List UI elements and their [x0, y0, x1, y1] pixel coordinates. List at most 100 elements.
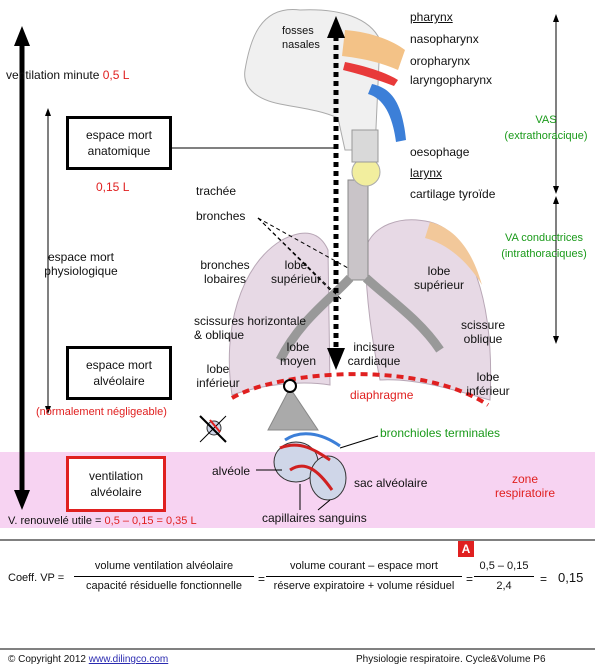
- label-line: espace mort: [47, 250, 115, 264]
- volume-renouvele-label: V. renouvelé utile =: [8, 515, 102, 527]
- label-line: lobe: [286, 340, 310, 354]
- footer-link[interactable]: www.dilingco.com: [88, 654, 169, 665]
- label-line: incisure: [353, 340, 395, 354]
- va-conductrices-label: VA conductrices (intrathoraciques): [496, 230, 592, 262]
- fosses-nasales-label: fosses nasales: [282, 24, 320, 52]
- fraction-1: volume ventilation alvéolaire capacité r…: [74, 560, 254, 593]
- alveole-label: alvéole: [212, 464, 251, 478]
- alveolar-sac-right: [309, 455, 347, 501]
- ventilation-minute-label: ventilation minute: [6, 68, 100, 82]
- label-line: VA conductrices: [504, 232, 584, 244]
- label-line: scissures horizontale: [194, 314, 307, 328]
- espace-mort-alveolaire-box: espace mort alvéolaire: [66, 346, 172, 400]
- diaphragm-line: [230, 372, 490, 407]
- equals-3: =: [540, 572, 548, 586]
- label-line: & oblique: [194, 328, 245, 342]
- bronches-lobaires-label: bronches lobaires: [194, 258, 256, 286]
- oesophage-label: oesophage: [410, 145, 470, 159]
- label-line: respiratoire: [494, 486, 556, 500]
- ventilation-minute-value: 0,5 L: [102, 68, 130, 82]
- badge-a: A: [458, 541, 474, 557]
- lobe-inferieur-right-label: lobe inférieur: [460, 370, 516, 398]
- fraction-3: 0,5 – 0,15 2,4: [474, 560, 534, 593]
- nasopharynx-red: [343, 62, 398, 86]
- label-line: supérieur: [413, 278, 465, 292]
- laryngopharynx-blue: [368, 84, 406, 142]
- trachee-label: trachée: [196, 184, 237, 198]
- cartilage-label: cartilage tyroïde: [410, 187, 496, 201]
- right-lung-edge: [425, 222, 482, 285]
- label-line: bronches: [200, 258, 250, 272]
- fraction-1-denominator: capacité résiduelle fonctionnelle: [86, 580, 242, 592]
- label-line: supérieur: [270, 272, 322, 286]
- negligeable-note: (normalement négligeable): [36, 406, 167, 418]
- label-line: nasales: [282, 39, 320, 51]
- box-line: espace mort: [85, 358, 153, 372]
- label-line: lobe: [476, 370, 500, 384]
- fraction-2-numerator: volume courant – espace mort: [266, 560, 462, 577]
- label-line: lobe: [427, 264, 451, 278]
- label-line: physiologique: [44, 264, 118, 278]
- ventilation-alveolaire-box: ventilation alvéolaire: [66, 456, 166, 512]
- label-line: scissure: [460, 318, 505, 332]
- scissures-label: scissures horizontale & oblique: [194, 314, 306, 342]
- vas-label: VAS (extrathoracique): [500, 112, 592, 144]
- diaphragme-label: diaphragme: [350, 388, 414, 402]
- label-line: oblique: [463, 332, 503, 346]
- fraction-3-denominator: 2,4: [496, 580, 512, 592]
- fraction-2-denominator: réserve expiratoire + volume résiduel: [273, 580, 455, 592]
- equals-2: =: [466, 572, 474, 586]
- coeff-label: Coeff. VP =: [8, 572, 65, 584]
- copyright: © Copyright 2012: [8, 654, 86, 665]
- lobe-superieur-left-label: lobe supérieur: [264, 258, 328, 286]
- box-line: alvéolaire: [90, 485, 142, 499]
- espace-mort-anatomique-box: espace mort anatomique: [66, 116, 172, 170]
- nasal-region: [342, 30, 405, 70]
- bronchioles-label: bronchioles terminales: [380, 426, 501, 440]
- larynx-rings: [351, 129, 379, 163]
- nasopharynx-label: nasopharynx: [410, 32, 479, 46]
- label-line: (extrathoracique): [504, 130, 588, 142]
- box-line: espace mort: [85, 128, 153, 142]
- volume-renouvele: V. renouvelé utile = 0,5 – 0,15 = 0,35 L: [8, 515, 197, 527]
- fraction-1-numerator: volume ventilation alvéolaire: [74, 560, 254, 577]
- volume-renouvele-value: 0,5 – 0,15 = 0,35 L: [104, 515, 197, 527]
- lobe-inferieur-left-label: lobe inférieur: [190, 362, 246, 390]
- lobe-moyen-label: lobe moyen: [276, 340, 320, 368]
- label-line: lobaires: [203, 272, 247, 286]
- label-line: moyen: [279, 354, 317, 368]
- ventilation-minute: ventilation minute 0,5 L: [6, 68, 129, 82]
- box-line: anatomique: [87, 144, 151, 158]
- formula-result: 0,15: [558, 570, 584, 585]
- oropharynx-label: oropharynx: [410, 54, 471, 68]
- fraction-3-numerator: 0,5 – 0,15: [474, 560, 534, 577]
- trachea: [347, 179, 369, 281]
- larynx-label: larynx: [410, 166, 443, 180]
- incisure-label: incisure cardiaque: [342, 340, 406, 368]
- equals-1: =: [258, 572, 266, 586]
- label-line: (intrathoraciques): [501, 248, 587, 260]
- label-line: lobe: [206, 362, 230, 376]
- footer-left: © Copyright 2012 www.dilingco.com: [8, 654, 168, 665]
- pharynx-label: pharynx: [410, 10, 453, 24]
- fraction-2: volume courant – espace mort réserve exp…: [266, 560, 462, 593]
- right-lung: [364, 219, 492, 401]
- bronchi: [275, 274, 444, 363]
- scissure-oblique-label: scissure oblique: [452, 318, 514, 346]
- label-line: fosses: [282, 25, 314, 37]
- box-line: ventilation: [88, 469, 144, 483]
- espace-mort-physiologique: espace mort physiologique: [38, 250, 124, 278]
- left-lung: [228, 232, 331, 396]
- label-line: VAS: [535, 114, 557, 126]
- zone-respiratoire-label: zone respiratoire: [486, 472, 564, 500]
- label-line: cardiaque: [347, 354, 401, 368]
- capillaires-label: capillaires sanguins: [262, 511, 367, 525]
- sac-alveolaire-label: sac alvéolaire: [354, 476, 428, 490]
- bronches-label: bronches: [196, 209, 246, 223]
- espace-mort-anatomique-value: 0,15 L: [96, 180, 130, 194]
- label-line: inférieur: [466, 384, 510, 398]
- box-line: alvéolaire: [93, 374, 145, 388]
- footer-page: Physiologie respiratoire. Cycle&Volume P…: [356, 654, 546, 665]
- label-line: lobe: [284, 258, 308, 272]
